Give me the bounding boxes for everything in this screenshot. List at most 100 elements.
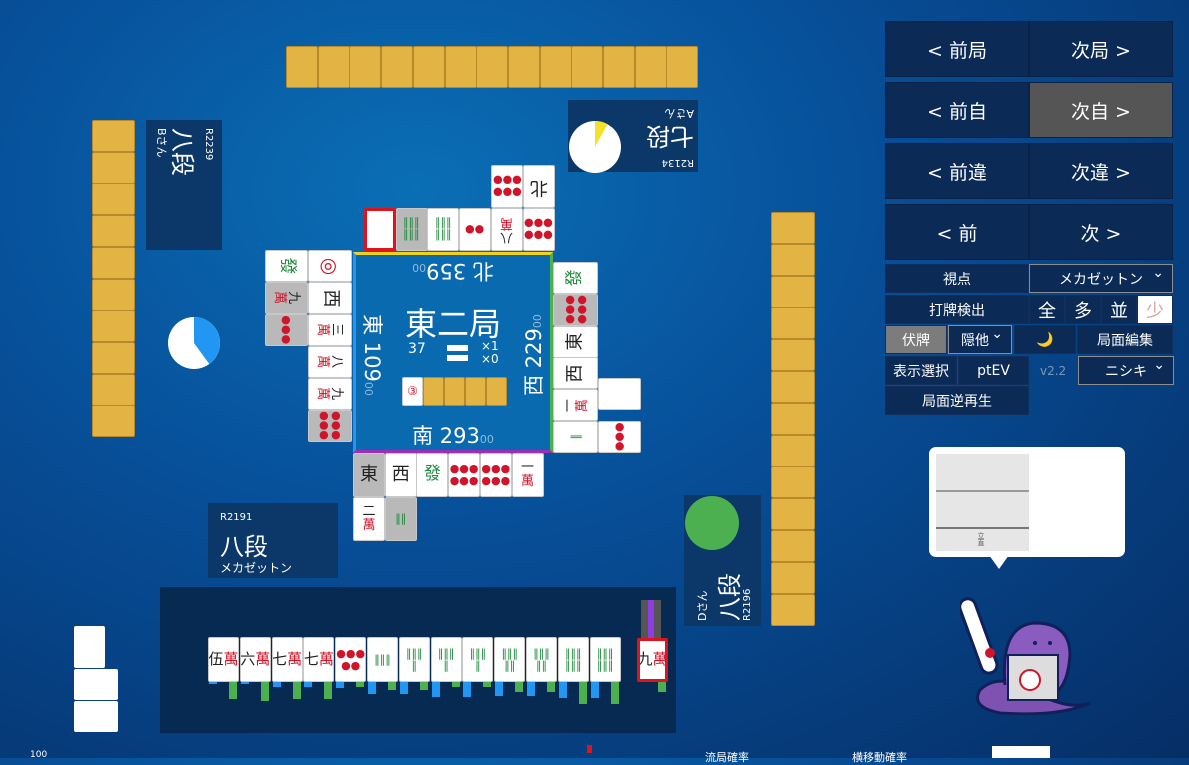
green-ev-bar <box>356 682 365 687</box>
discard-tile: ●●● ●●● <box>448 453 481 497</box>
riichi-preview: 立直 <box>936 454 1029 551</box>
prev-round-button[interactable]: < 前局 <box>885 21 1029 77</box>
hand-tile[interactable]: ‖‖‖ ‖‖‖ <box>557 637 589 682</box>
riichi-count: ×0 <box>481 352 499 366</box>
edit-board-button[interactable]: 局面編集 <box>1077 325 1173 354</box>
blue-ev-bar <box>527 682 535 697</box>
tile-back <box>92 183 135 216</box>
tile-back <box>771 212 815 244</box>
green-ev-bar <box>324 682 333 699</box>
tile-back <box>771 466 815 499</box>
blue-ev-bar <box>336 682 345 688</box>
hand-tile[interactable]: 伍萬 <box>208 637 239 682</box>
drawn-tile[interactable]: 九萬 <box>637 638 668 682</box>
discard-tile: ●●● ●●● <box>522 208 555 251</box>
honba-count: ×1 <box>481 339 499 353</box>
hand-tile[interactable]: 七萬 <box>303 637 335 682</box>
tile-back <box>771 530 815 562</box>
prev-button[interactable]: < 前 <box>885 204 1029 260</box>
green-ev-bar <box>451 682 460 687</box>
next-button[interactable]: 次 > <box>1029 204 1173 260</box>
hand-tile[interactable]: ‖‖‖ ‖ <box>430 637 462 682</box>
west-rating: R2239 <box>203 128 214 161</box>
discard-tile: 西 <box>308 282 352 314</box>
filter-many-button[interactable]: 多 <box>1065 295 1101 324</box>
display-select-button[interactable]: 表示選択 <box>885 356 957 385</box>
discard-tile: 一萬 <box>553 389 598 422</box>
discard-tile: ●●● ●●● <box>308 410 352 442</box>
tile-back <box>317 46 350 88</box>
discard-tile: 西 <box>553 357 598 390</box>
discard-tile: ◎ <box>308 250 352 282</box>
discard-tile: 一萬 <box>511 453 544 497</box>
footer-value: 100 <box>30 750 48 760</box>
hand-tile[interactable]: 七萬 <box>271 637 303 682</box>
hand-tile[interactable]: ‖‖‖ ‖‖ <box>526 637 557 682</box>
hand-tile[interactable]: ●●● ●● <box>335 637 367 682</box>
green-ev-bar <box>515 682 524 692</box>
tile-back <box>286 46 318 88</box>
next-round-button[interactable]: 次局 > <box>1029 21 1173 77</box>
green-ev-bar <box>658 682 666 692</box>
east-rank: 八段 <box>716 573 744 621</box>
ptev-button[interactable]: ptEV <box>958 356 1029 385</box>
hand-tile[interactable]: ‖‖‖ <box>367 637 398 682</box>
blue-ev-bar <box>304 682 313 687</box>
tile-back <box>771 307 815 340</box>
hand-tile[interactable]: ‖‖‖ ‖ <box>462 637 494 682</box>
tile-back <box>92 405 135 438</box>
pie-background <box>685 496 739 550</box>
discard-tile: ‖‖ <box>384 497 417 541</box>
hand-tile[interactable]: ‖‖‖ ‖‖ <box>494 637 526 682</box>
blue-ev-bar <box>431 682 440 698</box>
hand-tile[interactable]: 六萬 <box>239 637 271 682</box>
discard-tile: 東 <box>553 325 598 358</box>
south-rank: 八段 <box>220 533 268 561</box>
hand-tile[interactable]: ‖‖‖ ‖‖‖ <box>589 637 621 682</box>
pie-slice <box>595 121 608 147</box>
dead-wall-tile <box>486 377 507 406</box>
green-ev-bar <box>419 682 428 690</box>
tile-back <box>412 46 445 88</box>
prev-self-button[interactable]: < 前自 <box>885 82 1029 138</box>
discard-tile: ●●● ●●● <box>479 453 512 497</box>
discard-tile: 二萬 <box>353 497 385 541</box>
tile-back <box>771 434 815 467</box>
drawn-tile-bar <box>641 600 661 638</box>
discard-tile: 八萬 <box>490 208 523 251</box>
hide-others-select[interactable]: 隠他 <box>948 325 1012 354</box>
pie-slice <box>194 317 220 365</box>
filter-all-button[interactable]: 全 <box>1029 295 1065 324</box>
discard-detect-button[interactable]: 打牌検出 <box>885 295 1029 324</box>
prev-diff-button[interactable]: < 前違 <box>885 143 1029 199</box>
next-diff-button[interactable]: 次違 > <box>1029 143 1173 199</box>
blue-ev-bar <box>590 682 599 698</box>
tile-back <box>349 46 382 88</box>
filter-normal-button[interactable]: 並 <box>1101 295 1137 324</box>
next-self-button[interactable]: 次自 > <box>1029 82 1173 138</box>
green-ev-bar <box>292 682 301 699</box>
green-ev-bar <box>547 682 555 692</box>
discard-tile: 東 <box>353 453 385 497</box>
tile-back <box>771 243 815 276</box>
filter-few-button[interactable]: 少 <box>1137 295 1173 324</box>
discard-tile: 九萬 <box>265 282 308 314</box>
moon-icon[interactable]: 🌙 <box>1014 325 1076 354</box>
west-pie-chart <box>168 317 220 369</box>
hand-tile[interactable]: ‖‖‖ ‖ <box>398 637 430 682</box>
tile-back <box>771 275 815 308</box>
player-east-box: R2196 八段 Dさん <box>684 495 761 626</box>
hide-tiles-button[interactable]: 伏牌 <box>885 325 947 354</box>
honba-stick-icon <box>447 345 468 351</box>
discard-tile: ‖‖‖ ‖‖‖ <box>395 208 428 251</box>
ai-select[interactable]: ニシキ <box>1078 356 1174 385</box>
reverse-play-button[interactable]: 局面逆再生 <box>885 386 1029 415</box>
tile-back <box>539 46 572 88</box>
score-south: 南 29300 <box>412 424 494 448</box>
snake-mascot-icon <box>960 597 1091 715</box>
ryukyoku-label: 流局確率 <box>705 751 749 764</box>
round-title: 東二局 <box>404 305 501 343</box>
viewpoint-select[interactable]: メカゼットン <box>1029 264 1173 293</box>
blue-ev-bar <box>272 682 281 687</box>
tile-back <box>92 246 135 279</box>
